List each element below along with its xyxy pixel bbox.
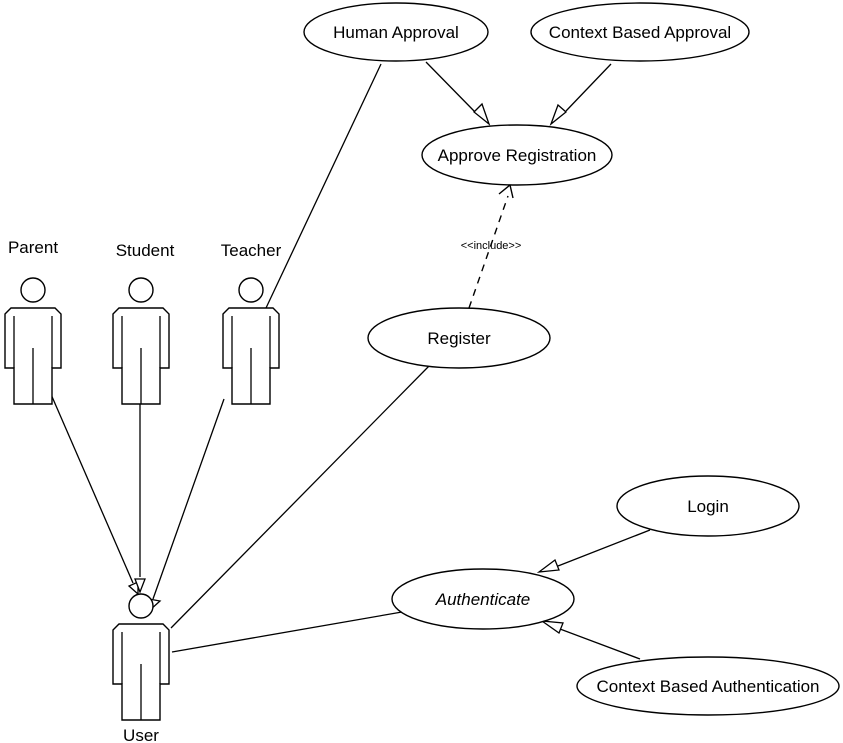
gen-teacher-user-line: [152, 398, 225, 600]
actor-label: Student: [116, 241, 175, 260]
gen-student-arrowhead: [134, 578, 146, 594]
use-case-label: Authenticate: [435, 590, 531, 609]
use-case-authenticate[interactable]: Authenticate: [391, 568, 575, 630]
gen-context-auth-arrowhead: [539, 620, 564, 635]
use-case-label: Context Based Approval: [549, 23, 731, 42]
actor-label: User: [123, 726, 159, 743]
use-case-register[interactable]: Register: [367, 307, 551, 369]
actor-head-icon: [238, 277, 264, 303]
actor-head-icon: [128, 277, 154, 303]
gen-login-arrowhead: [536, 558, 560, 573]
use-case-label: Human Approval: [333, 23, 459, 42]
use-case-label: Context Based Authentication: [596, 677, 819, 696]
actor-label: Teacher: [221, 241, 282, 260]
gen-context-approval-line: [565, 63, 612, 112]
assoc-user-register: [170, 364, 431, 629]
include-stereotype-label: <<include>>: [461, 240, 522, 252]
actor-head-icon: [20, 277, 46, 303]
use-case-label: Register: [427, 329, 491, 348]
actor-parent[interactable]: Parent: [4, 238, 62, 405]
assoc-user-authenticate: [171, 611, 403, 653]
gen-context-approval-arrowhead: [549, 103, 568, 126]
include-dependency-line: [468, 195, 509, 309]
gen-human-approval-arrowhead: [473, 102, 491, 126]
gen-login-line: [557, 529, 651, 567]
use-case-context-based-authentication[interactable]: Context Based Authentication: [576, 656, 840, 716]
use-case-human-approval[interactable]: Human Approval: [303, 2, 489, 62]
include-open-arrowhead: [498, 183, 514, 199]
actor-label: Parent: [8, 238, 58, 257]
gen-parent-user-line: [49, 391, 134, 584]
actor-user[interactable]: User: [112, 593, 170, 743]
gen-human-approval-line: [425, 61, 476, 113]
use-case-label: Login: [687, 497, 729, 516]
assoc-teacher-human-approval: [265, 63, 382, 309]
use-case-context-based-approval[interactable]: Context Based Approval: [530, 2, 750, 62]
actor-teacher[interactable]: Teacher: [221, 241, 282, 405]
use-case-label: Approve Registration: [438, 146, 597, 165]
use-case-login[interactable]: Login: [616, 475, 800, 537]
gen-context-auth-line: [559, 628, 641, 660]
use-case-approve-registration[interactable]: Approve Registration: [421, 124, 613, 186]
actor-head-icon: [128, 593, 154, 619]
actor-student[interactable]: Student: [112, 241, 175, 405]
